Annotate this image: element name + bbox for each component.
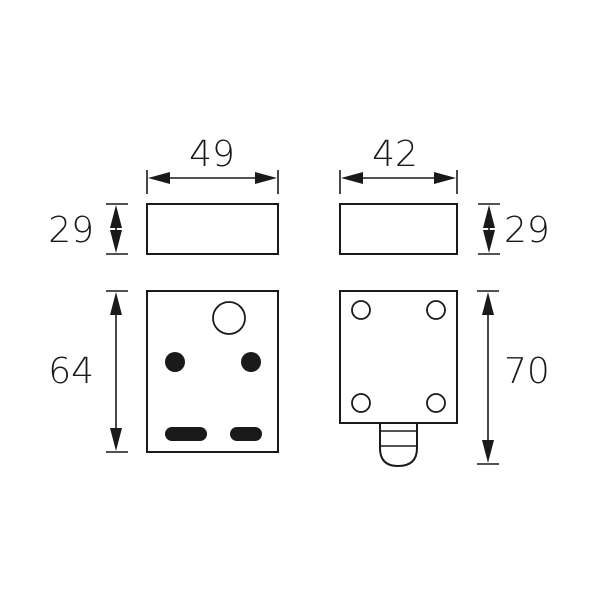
right-front-view [339,290,458,468]
left-top-view-rectangle [146,203,279,255]
dimension-height-left-bottom: 64 [48,290,128,453]
dimension-label-29-right: 29 [504,210,550,251]
left-front-view [146,290,279,453]
mounting-hole-top-right [426,300,446,320]
slot-short [230,427,262,441]
dimension-height-left-top: 29 [48,203,128,255]
solid-dot-left [165,352,185,372]
dimension-height-right-bottom: 70 [477,290,550,465]
mounting-hole-bottom-left [351,393,371,413]
dimension-width-left: 49 [146,134,279,194]
dimension-label-29-left: 29 [48,210,94,251]
knob-body [379,422,418,468]
right-top-view-rectangle [339,203,458,255]
solid-dot-right [241,352,261,372]
dimension-label-49: 49 [189,134,235,175]
slot-long [165,427,207,441]
dimension-label-64: 64 [48,351,94,392]
dimension-height-right-top: 29 [478,203,550,255]
arrow-right-icon [255,172,277,184]
mounting-hole-bottom-right [426,393,446,413]
dimension-label-70: 70 [504,351,550,392]
arrow-left-icon [148,172,170,184]
large-circle-hole [212,301,246,335]
mounting-hole-top-left [351,300,371,320]
dimension-label-42: 42 [372,134,418,175]
dimension-width-right: 42 [339,134,458,194]
bottom-knob [379,422,418,468]
